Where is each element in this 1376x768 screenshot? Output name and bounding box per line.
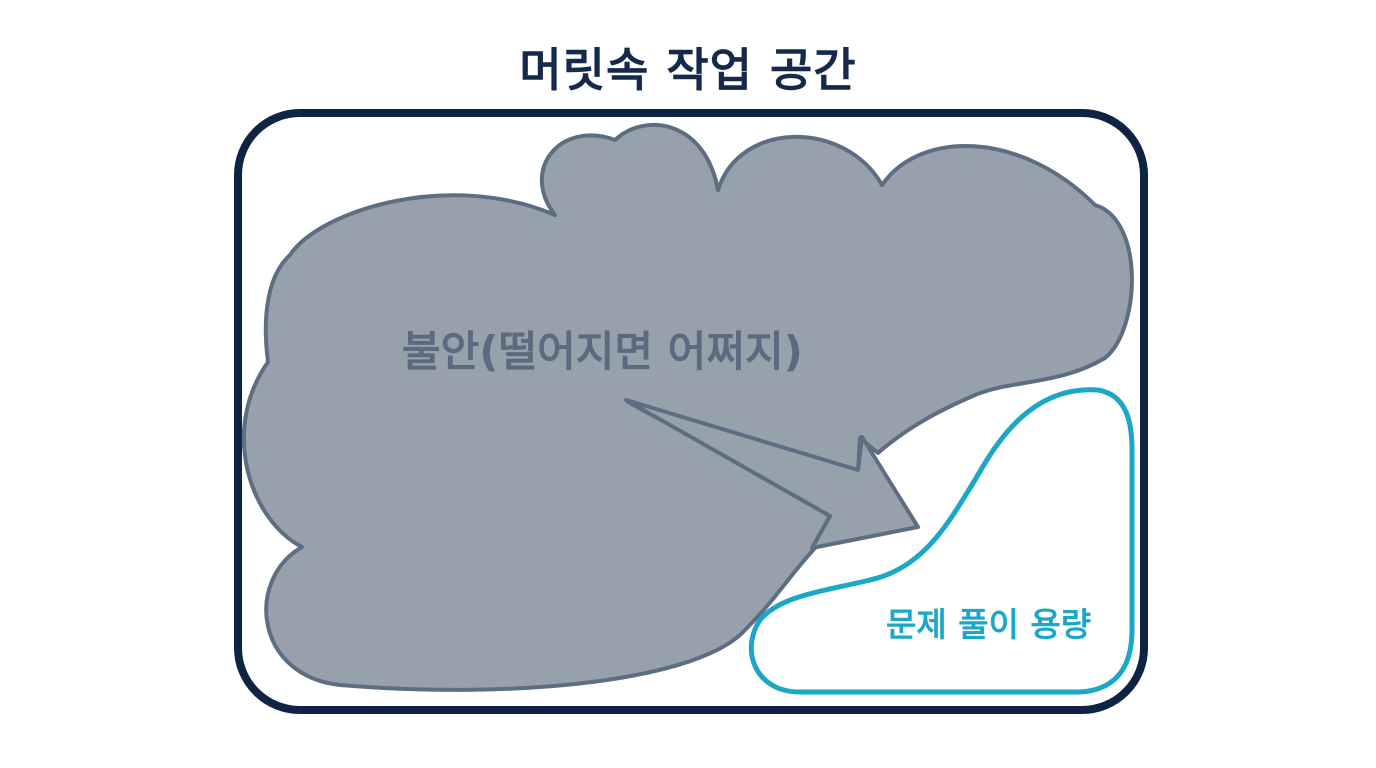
anxiety-label: 불안(떨어지면 어쩌지) xyxy=(402,327,803,376)
pressure-arrow xyxy=(624,398,920,550)
problem-solving-capacity-region xyxy=(748,387,1135,695)
diagram-title: 머릿속 작업 공간 xyxy=(519,43,857,97)
anxiety-cloud xyxy=(241,122,1134,692)
capacity-label: 문제 풀이 용량 xyxy=(886,605,1092,644)
